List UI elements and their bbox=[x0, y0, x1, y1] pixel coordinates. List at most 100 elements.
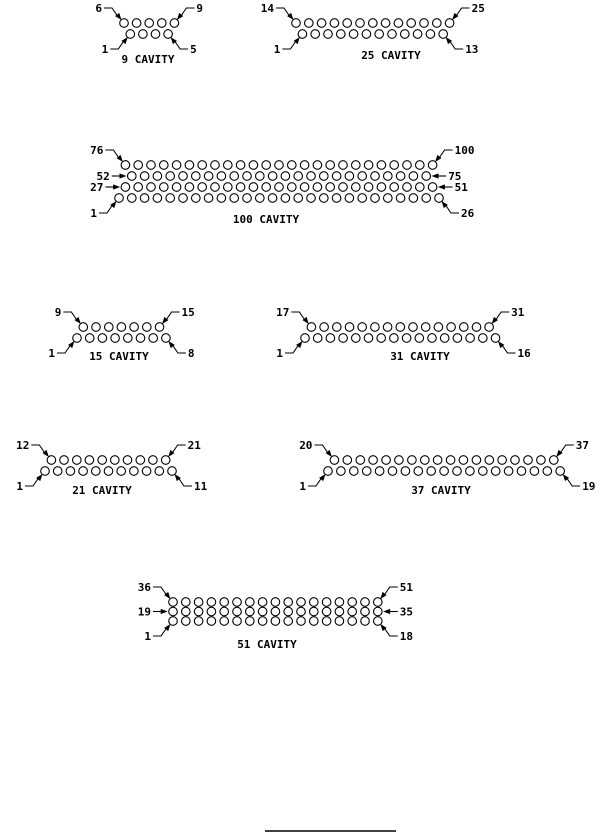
cavity-pin bbox=[419, 18, 429, 28]
cavity-pin bbox=[348, 29, 359, 39]
cavity-pin bbox=[103, 322, 114, 332]
cavity-pin bbox=[439, 333, 450, 343]
pin-number-label-right: 15 bbox=[182, 306, 195, 319]
cavity-pin bbox=[347, 606, 358, 617]
cavity-pin bbox=[360, 597, 370, 607]
cavity-caption: 21 CAVITY bbox=[72, 484, 132, 497]
cavity-pin bbox=[477, 333, 488, 343]
leader-line bbox=[566, 477, 581, 487]
leader-line bbox=[276, 7, 290, 17]
leader-line bbox=[383, 586, 398, 596]
cavity-pin bbox=[180, 597, 191, 607]
cavity-pin bbox=[139, 193, 150, 203]
cavity-pin bbox=[242, 171, 252, 181]
cavity-pin bbox=[347, 597, 358, 607]
cavity-pin bbox=[360, 616, 370, 626]
cavity-pin bbox=[300, 333, 310, 343]
cavity-pin bbox=[257, 597, 268, 607]
cavity-pin bbox=[395, 171, 406, 181]
cavity-pin bbox=[401, 333, 412, 343]
cavity-pin bbox=[144, 18, 155, 28]
cavity-pin bbox=[355, 18, 365, 28]
pin-number-label-left: 1 bbox=[102, 43, 109, 56]
arrow-head bbox=[174, 474, 181, 482]
cavity-pin bbox=[125, 29, 136, 39]
pin-number-label-right: 51 bbox=[455, 181, 469, 194]
pin-number-label-right: 100 bbox=[455, 144, 475, 157]
cavity-pin bbox=[319, 322, 329, 332]
cavity-pin bbox=[184, 160, 195, 170]
cavity-pin bbox=[389, 182, 400, 192]
cavity-pin bbox=[334, 616, 345, 626]
pin-number-label-right: 26 bbox=[461, 207, 475, 220]
arrow-head bbox=[110, 201, 117, 209]
cavity-pin bbox=[471, 322, 482, 332]
arrow-head bbox=[115, 12, 122, 20]
arrow-head bbox=[293, 37, 300, 45]
cavity-pin bbox=[510, 455, 520, 465]
leader-line bbox=[99, 204, 113, 214]
cavity-pin bbox=[216, 171, 227, 181]
cavity-pin bbox=[84, 333, 95, 343]
leader-line bbox=[308, 477, 322, 487]
cavity-pin bbox=[335, 29, 346, 39]
cavity-caption: 100 CAVITY bbox=[233, 213, 300, 226]
cavity-pin bbox=[120, 160, 131, 170]
leader-line bbox=[110, 40, 125, 50]
cavity-pin bbox=[374, 466, 385, 476]
cavity-pin bbox=[257, 616, 268, 626]
cavity-pin bbox=[350, 333, 361, 343]
cavity-pin bbox=[306, 322, 317, 332]
cavity-pin bbox=[308, 597, 319, 607]
cavity-pin bbox=[344, 322, 355, 332]
cavity-pin bbox=[40, 466, 50, 476]
cavity-pin bbox=[321, 597, 332, 607]
cavity-pin bbox=[325, 333, 336, 343]
pin-number-label-right: 16 bbox=[518, 347, 532, 360]
cavity-pin bbox=[407, 455, 417, 465]
cavity-pin bbox=[219, 606, 230, 617]
cavity-pin bbox=[350, 182, 361, 192]
cavity-pin bbox=[376, 333, 387, 343]
cavity-pin bbox=[338, 160, 348, 170]
cavity-pin bbox=[72, 333, 82, 343]
leader-line bbox=[25, 477, 39, 487]
pin-number-label-right: 75 bbox=[448, 170, 461, 183]
cavity-pin bbox=[389, 333, 399, 343]
cavity-pin bbox=[59, 455, 69, 465]
cavity-pin bbox=[286, 182, 297, 192]
cavity-pin bbox=[138, 29, 148, 39]
cavity-pin bbox=[244, 616, 255, 626]
cavity-pin bbox=[235, 160, 246, 170]
arrow-head bbox=[168, 449, 175, 457]
cavity-pin bbox=[310, 29, 321, 39]
cavity-pin bbox=[232, 606, 242, 617]
cavity-pin bbox=[357, 322, 368, 332]
cavity-pin bbox=[248, 160, 259, 170]
pin-number-label-left: 20 bbox=[299, 439, 312, 452]
cavity-pin bbox=[400, 466, 411, 476]
arrow-head bbox=[113, 184, 121, 190]
leader-line bbox=[171, 444, 186, 454]
cavity-pin bbox=[280, 193, 291, 203]
arrow-head bbox=[121, 37, 128, 45]
cavity-pin bbox=[393, 18, 404, 28]
cavity-pin bbox=[203, 193, 214, 203]
cavity-pin bbox=[116, 466, 127, 476]
cavity-pin bbox=[135, 455, 146, 465]
cavity-pin bbox=[169, 18, 180, 28]
cavity-pin bbox=[529, 466, 540, 476]
cavity-pin bbox=[90, 466, 101, 476]
cavity-pin bbox=[434, 193, 444, 203]
arrow-head bbox=[435, 154, 442, 162]
cavity-pin bbox=[160, 455, 171, 465]
cavity-pin bbox=[361, 29, 372, 39]
arrow-head bbox=[162, 316, 169, 324]
pin-number-label-right: 13 bbox=[465, 43, 478, 56]
cavity-pin bbox=[413, 466, 424, 476]
cavity-pin bbox=[257, 606, 268, 617]
cavity-pin bbox=[193, 606, 204, 617]
arrow-head bbox=[116, 154, 123, 162]
